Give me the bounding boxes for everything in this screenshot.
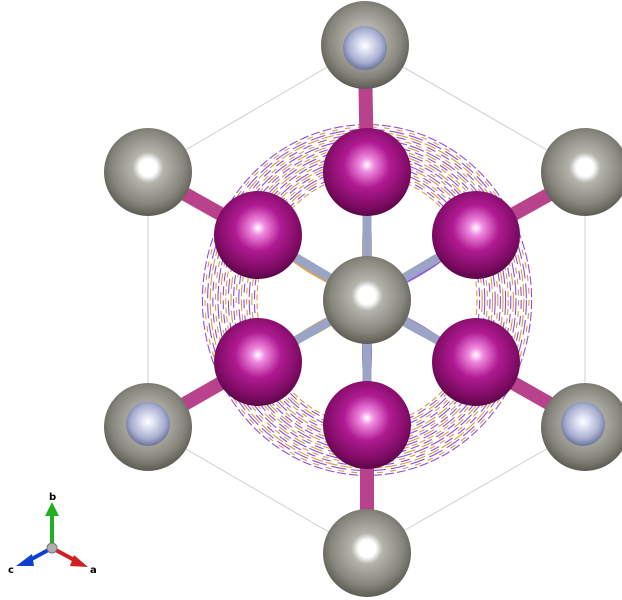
isosurface-stripe (207, 128, 527, 472)
magenta-atom (432, 318, 520, 406)
blue-atom (343, 26, 387, 70)
a-axis-arrow-icon (70, 555, 88, 567)
blue-atom (126, 402, 170, 446)
blue-atom (561, 402, 605, 446)
magenta-atom (214, 191, 302, 279)
axis-triad: b a c (8, 492, 97, 576)
isosurface-stripe (235, 155, 499, 445)
magenta-atom (323, 381, 411, 469)
gray-atom (104, 128, 192, 216)
gray-atom (541, 128, 622, 216)
gray-atom (323, 509, 411, 597)
magenta-atom (432, 191, 520, 279)
atoms (104, 1, 622, 597)
axis-label-c: c (8, 565, 14, 576)
magenta-atom (323, 128, 411, 216)
c-axis-arrow-icon (16, 554, 34, 566)
axis-label-b: b (49, 492, 56, 503)
axis-label-a: a (90, 565, 97, 576)
magenta-atom (214, 318, 302, 406)
center-gray-atom (323, 256, 411, 344)
b-axis-arrow-icon (45, 502, 59, 516)
